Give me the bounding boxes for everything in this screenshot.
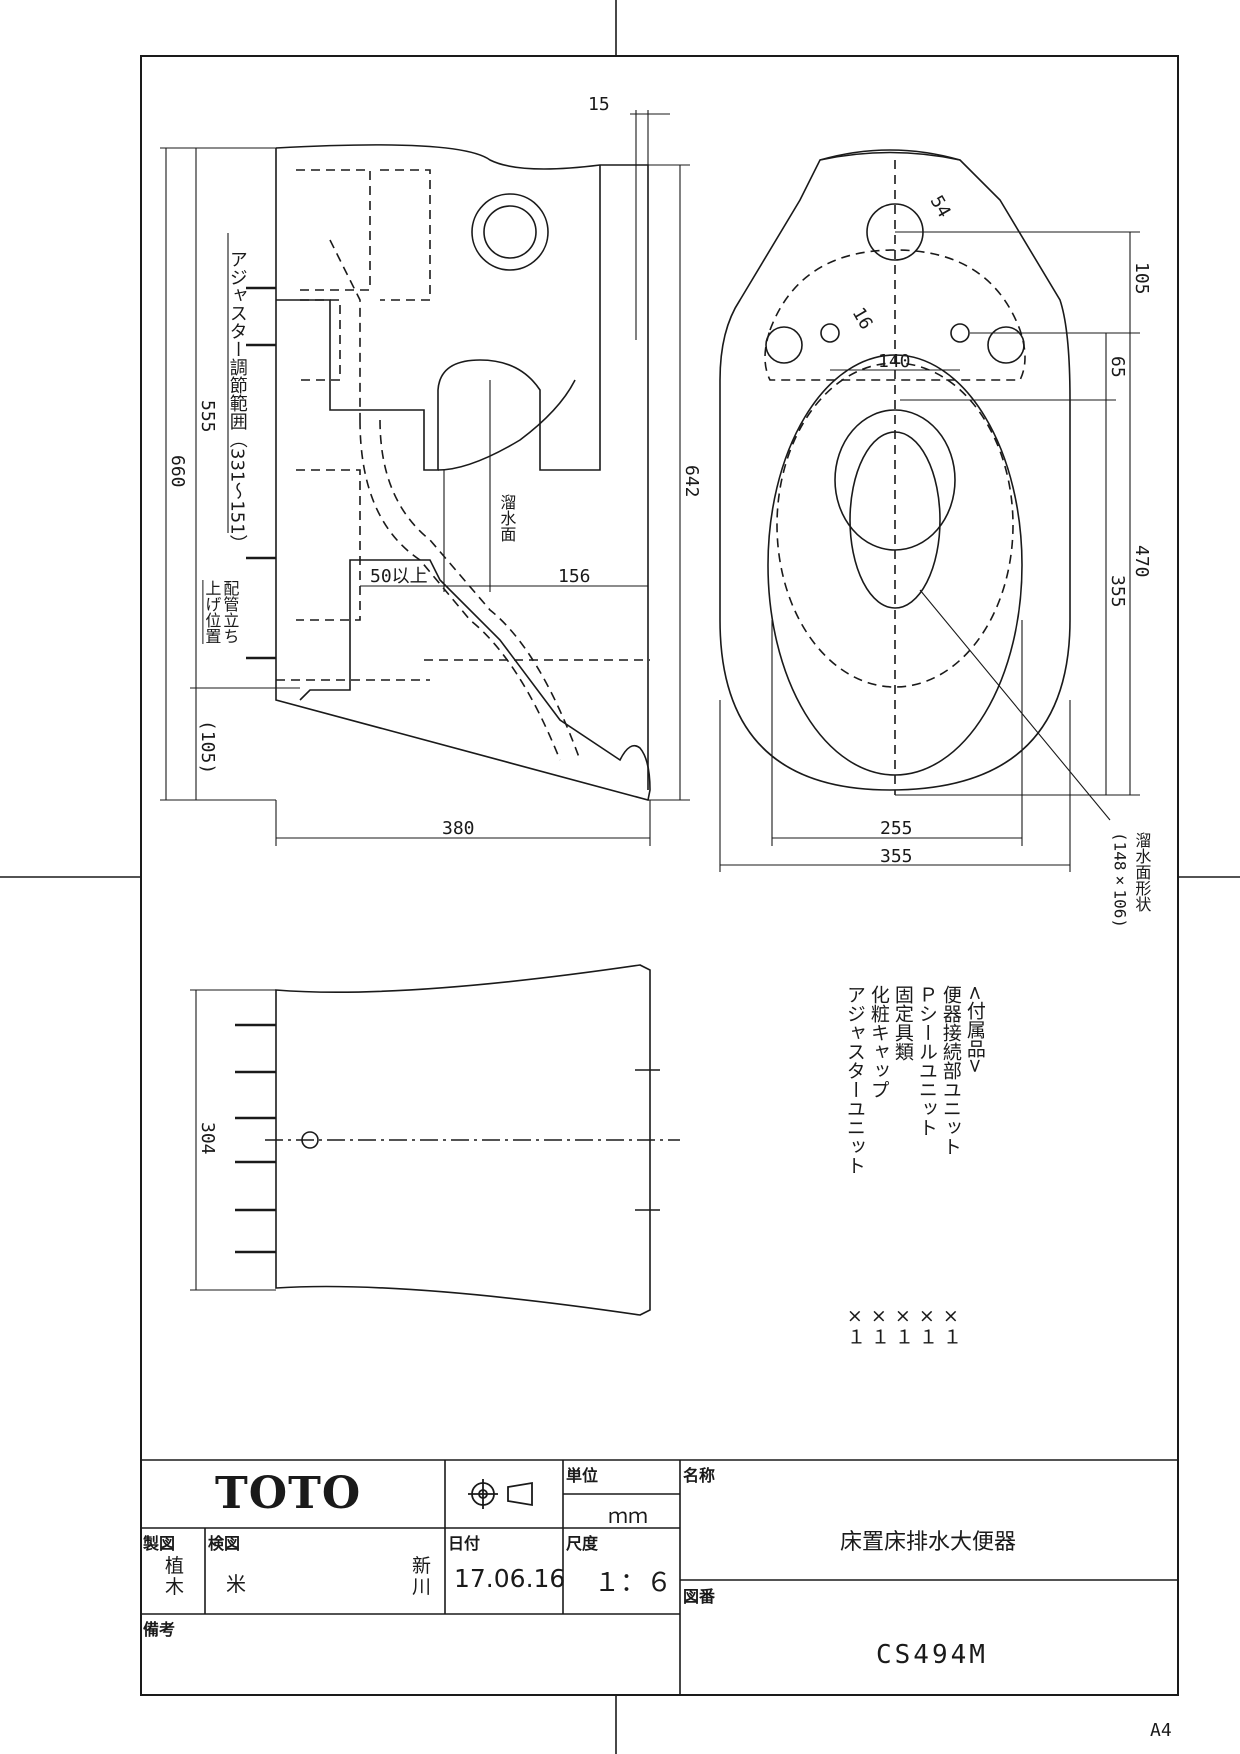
check-value-1: 米 xyxy=(226,1572,246,1596)
dim-16: 16 xyxy=(848,304,877,333)
accessory-item-1: 便器接続部ユニット xyxy=(939,985,962,1156)
dim-50: 50以上 xyxy=(370,566,428,587)
dim-65: 65 xyxy=(1107,356,1128,378)
accessory-item-2: Ｐシールユニット xyxy=(915,985,938,1137)
drawing-border xyxy=(140,55,1179,1696)
check-value-2: 新川 xyxy=(412,1555,432,1598)
scale-label: 尺度 xyxy=(566,1534,599,1553)
unit-value: ｍｍ xyxy=(608,1504,648,1528)
accessories-title: <付属品> xyxy=(963,985,986,1074)
accessory-qty-4: ×１ xyxy=(867,1305,890,1346)
water-shape-label: 溜水面形状 xyxy=(1132,832,1152,912)
dim-304: 304 xyxy=(197,1122,218,1155)
company-logo: TOTO xyxy=(215,1468,362,1519)
pipe-height-label-2: 上げ位置 xyxy=(202,580,222,644)
drawn-value: 植木 xyxy=(165,1555,185,1598)
accessory-qty-1: ×１ xyxy=(939,1305,962,1346)
dim-555: 555 xyxy=(197,400,218,433)
date-label: 日付 xyxy=(448,1534,481,1553)
accessory-qty-5: ×１ xyxy=(843,1305,866,1346)
paper-size: A4 xyxy=(1150,1720,1172,1741)
unit-label: 単位 xyxy=(566,1466,599,1485)
title-block xyxy=(141,1459,1178,1695)
check-label: 検図 xyxy=(208,1534,241,1553)
accessory-qty-2: ×１ xyxy=(915,1305,938,1346)
projection-symbol-icon xyxy=(468,1479,533,1509)
adjuster-range-label: アジャスター調節範囲（331～151） xyxy=(226,250,248,553)
drawing-number: CS494M xyxy=(876,1640,988,1670)
dim-380: 380 xyxy=(442,818,475,839)
water-level-label: 溜水面 xyxy=(497,494,517,542)
accessory-item-4: 化粧キャップ xyxy=(867,985,890,1099)
name-value: 床置床排水大便器 xyxy=(840,1530,1017,1555)
dim-156: 156 xyxy=(558,566,591,587)
dim-105p: (105) xyxy=(197,720,218,774)
bottom-view xyxy=(190,964,680,1316)
dim-470: 470 xyxy=(1131,545,1152,578)
accessory-item-3: 固定具類 xyxy=(891,985,914,1061)
dim-54: 54 xyxy=(926,192,955,221)
pipe-height-label-1: 配管立ち xyxy=(220,580,240,644)
dim-355h: 355 xyxy=(880,846,913,867)
dim-660: 660 xyxy=(167,455,188,488)
dim-140: 140 xyxy=(878,351,911,372)
date-value: 17.06.16 xyxy=(454,1564,566,1593)
dim-15: 15 xyxy=(588,94,610,115)
dim-105: 105 xyxy=(1131,262,1152,295)
accessory-item-5: アジャスターユニット xyxy=(843,985,866,1175)
dim-255: 255 xyxy=(880,818,913,839)
remarks-label: 備考 xyxy=(143,1620,176,1639)
scale-value: １：６ xyxy=(594,1568,673,1598)
dim-642: 642 xyxy=(681,465,702,498)
dim-355v: 355 xyxy=(1107,575,1128,608)
number-label: 図番 xyxy=(683,1587,716,1606)
accessory-qty-3: ×１ xyxy=(891,1305,914,1346)
side-view xyxy=(160,110,690,846)
water-shape-size: (148×106) xyxy=(1110,832,1130,929)
name-label: 名称 xyxy=(683,1466,716,1485)
drawn-label: 製図 xyxy=(143,1534,176,1553)
top-view xyxy=(719,149,1140,872)
